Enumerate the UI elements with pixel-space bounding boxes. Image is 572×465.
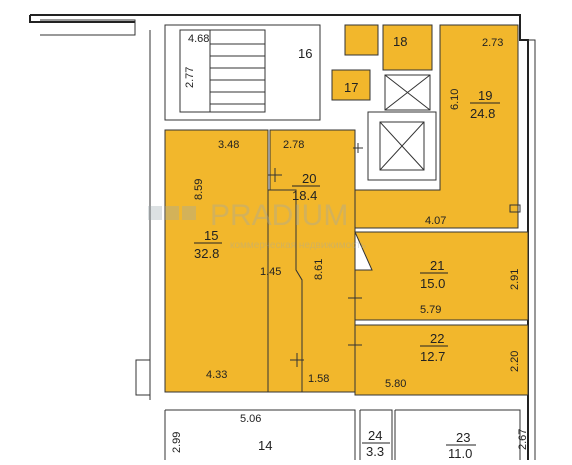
room-15-fill (164, 129, 269, 393)
stair-treads (209, 30, 265, 112)
room-21-number: 21 (430, 258, 444, 273)
room-21-area: 15.0 (420, 276, 445, 291)
dim-r20-top: 2.78 (283, 139, 304, 151)
dim-r19-height: 6.10 (449, 89, 461, 110)
room-22-area: 12.7 (420, 349, 445, 364)
watermark-logo-square-1 (148, 206, 162, 220)
door-mark-20-21 (348, 291, 362, 305)
watermark-logo-square-3 (182, 206, 196, 220)
window-left (40, 19, 136, 36)
dim-r21-top: 4.07 (425, 215, 446, 227)
room-14-outline (164, 409, 356, 460)
dim-r21-bottom: 5.79 (420, 304, 441, 316)
dim-r23-side: 2.67 (517, 429, 529, 450)
room-19-fill (354, 24, 519, 229)
room-16-number: 16 (298, 46, 312, 61)
dim-r15-top: 3.48 (218, 139, 239, 151)
dim-r14-side: 2.99 (171, 432, 183, 453)
room-15-area: 32.8 (194, 246, 219, 261)
room-20-number: 20 (302, 171, 316, 186)
room-21-fill (354, 231, 529, 321)
room-19-area: 24.8 (470, 106, 495, 121)
room-23-outline (394, 409, 521, 460)
door-mark-20-22 (348, 338, 362, 352)
dim-r20-side: 8.61 (313, 259, 325, 280)
room-24-outline (359, 409, 393, 460)
window-19 (509, 204, 521, 213)
room-19-number: 19 (478, 88, 492, 103)
dim-stair-width: 4.68 (188, 33, 209, 45)
dim-r14-top: 5.06 (240, 413, 261, 425)
room-18-number: 18 (393, 34, 407, 49)
room-16-outline (164, 24, 321, 121)
room-22-fill (354, 324, 529, 396)
elevator-large (367, 111, 437, 181)
watermark: PRADIUM коммерческая недвижимость (148, 199, 366, 251)
watermark-brand: PRADIUM (210, 199, 348, 232)
elevator-small (384, 74, 431, 111)
room-24-area: 3.3 (366, 444, 384, 459)
room-17-fill (331, 69, 371, 101)
stair-frame (179, 29, 266, 113)
dim-stair-height: 2.77 (184, 67, 196, 88)
watermark-tagline: коммерческая недвижимость (230, 240, 366, 251)
room-24-number: 24 (368, 428, 382, 443)
watermark-logo-square-2 (165, 206, 179, 220)
room-20-area: 18.4 (292, 188, 317, 203)
door-mark-15-20 (268, 168, 282, 182)
room-14-number: 14 (258, 438, 272, 453)
room-22-number: 22 (430, 331, 444, 346)
wc-fill (344, 24, 379, 56)
dim-r15-side: 8.59 (193, 179, 205, 200)
dim-r20-bottom: 1.58 (308, 373, 329, 385)
outer-wall-left-top (29, 15, 135, 23)
door-mark-15-lower (290, 353, 304, 367)
room-23-area: 11.0 (448, 446, 472, 460)
dim-r15-bottom: 4.33 (206, 369, 227, 381)
room-15-number: 15 (204, 228, 218, 243)
room-18-fill (382, 24, 433, 71)
dim-r22-side: 2.20 (509, 351, 521, 372)
exterior-wall-right (528, 39, 536, 460)
room-17-number: 17 (344, 80, 358, 95)
column-left (135, 359, 151, 396)
room-23-number: 23 (456, 430, 470, 445)
dim-r21-side: 2.91 (509, 269, 521, 290)
door-mark-20-top (353, 143, 363, 153)
outer-wall-top (30, 14, 529, 460)
dim-r15-inner: 1.45 (260, 266, 281, 278)
dim-r22-bottom: 5.80 (385, 378, 406, 390)
room-15-extension-fill (267, 189, 303, 393)
dim-r19-width: 2.73 (482, 37, 503, 49)
